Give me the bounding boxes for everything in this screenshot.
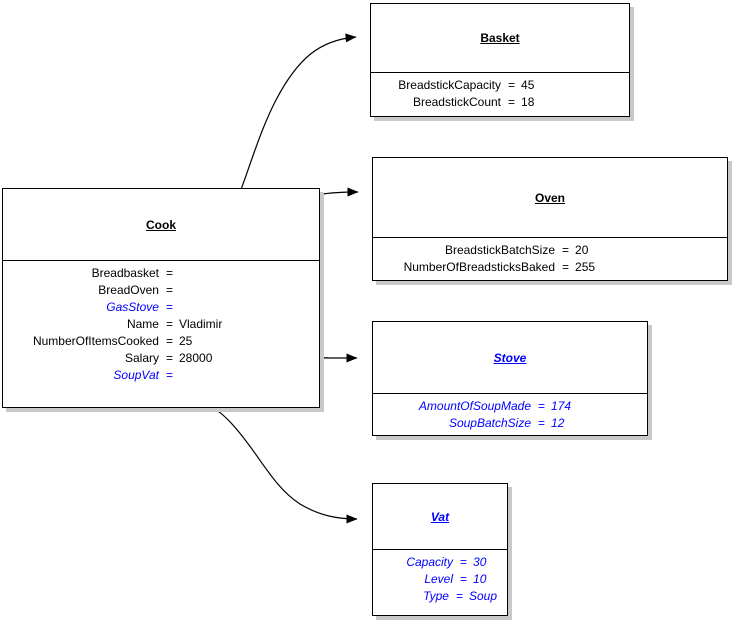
attribute-value: 12 <box>551 416 565 430</box>
attribute-name: Name <box>126 317 159 331</box>
object-box-cook[interactable]: Cook Breadbasket = BreadOven = GasStove … <box>2 188 320 408</box>
equals-sign: = <box>165 351 173 365</box>
object-attributes-basket: BreadstickCapacity = 45 BreadstickCount … <box>371 73 629 118</box>
equals-sign: = <box>508 78 516 92</box>
attribute-value: 28000 <box>179 351 213 365</box>
equals-sign: = <box>460 555 468 569</box>
object-header-vat: Vat <box>373 484 507 550</box>
equals-sign: = <box>538 416 546 430</box>
attribute-name: BreadstickCount <box>412 95 501 109</box>
connector-soupvat-to-vat <box>165 396 358 524</box>
attribute-name: NumberOfItemsCooked <box>32 334 159 348</box>
object-box-basket[interactable]: Basket BreadstickCapacity = 45 Breadstic… <box>370 3 630 117</box>
attribute-value: 30 <box>473 555 487 569</box>
object-title-vat: Vat <box>430 509 450 524</box>
attribute-name: Level <box>424 572 453 586</box>
equals-sign: = <box>165 266 173 280</box>
attribute-name: SoupVat <box>113 368 159 382</box>
object-box-stove[interactable]: Stove AmountOfSoupMade = 174 SoupBatchSi… <box>372 321 648 436</box>
object-box-vat[interactable]: Vat Capacity = 30 Level = 10 Type = Soup <box>372 483 508 616</box>
object-title-cook: Cook <box>146 217 176 232</box>
object-attributes-oven: BreadstickBatchSize = 20 NumberOfBreadst… <box>373 238 727 283</box>
object-title-basket: Basket <box>480 31 520 45</box>
object-title-oven: Oven <box>534 190 565 205</box>
object-attributes-vat: Capacity = 30 Level = 10 Type = Soup <box>373 550 507 612</box>
equals-sign: = <box>562 243 570 257</box>
attribute-row[interactable]: GasStove = <box>11 300 309 317</box>
attribute-row[interactable]: SoupVat = <box>11 368 309 385</box>
object-header-stove: Stove <box>373 322 647 394</box>
equals-sign: = <box>455 589 463 603</box>
attribute-value: Vladimir <box>179 317 223 331</box>
attribute-name: Salary <box>124 351 159 365</box>
object-attributes-cook: Breadbasket = BreadOven = GasStove = Nam… <box>3 261 319 391</box>
attribute-value: 255 <box>575 260 596 274</box>
equals-sign: = <box>165 317 173 331</box>
attribute-row[interactable]: SoupBatchSize = 12 <box>381 416 637 433</box>
attribute-row[interactable]: Capacity = 30 <box>381 555 497 572</box>
attribute-value: 45 <box>521 78 535 92</box>
attribute-row[interactable]: Salary = 28000 <box>11 351 309 368</box>
equals-sign: = <box>508 95 516 109</box>
equals-sign: = <box>460 572 468 586</box>
equals-sign: = <box>538 399 546 413</box>
attribute-value: 20 <box>575 243 589 257</box>
equals-sign: = <box>165 283 173 297</box>
attribute-row[interactable]: AmountOfSoupMade = 174 <box>381 399 637 416</box>
attribute-row[interactable]: Name = Vladimir <box>11 317 309 334</box>
attribute-row[interactable]: Level = 10 <box>381 572 497 589</box>
object-header-basket: Basket <box>371 4 629 73</box>
attribute-name: Breadbasket <box>91 266 159 280</box>
equals-sign: = <box>165 334 173 348</box>
attribute-row[interactable]: BreadstickBatchSize = 20 <box>381 243 717 260</box>
equals-sign: = <box>562 260 570 274</box>
attribute-name: GasStove <box>106 300 159 314</box>
attribute-name: SoupBatchSize <box>448 416 531 430</box>
attribute-row[interactable]: NumberOfBreadsticksBaked = 255 <box>381 260 717 277</box>
attribute-name: Type <box>423 589 449 603</box>
object-header-oven: Oven <box>373 158 727 238</box>
attribute-row[interactable]: NumberOfItemsCooked = 25 <box>11 334 309 351</box>
attribute-name: BreadstickCapacity <box>398 78 501 92</box>
equals-sign: = <box>165 368 173 382</box>
attribute-row[interactable]: BreadstickCapacity = 45 <box>379 78 619 95</box>
attribute-row[interactable]: Type = Soup <box>381 589 497 606</box>
attribute-name: Capacity <box>406 555 453 569</box>
attribute-row[interactable]: BreadstickCount = 18 <box>379 95 619 112</box>
attribute-name: BreadstickBatchSize <box>444 243 555 257</box>
attribute-row[interactable]: Breadbasket = <box>11 266 309 283</box>
attribute-value: 25 <box>179 334 193 348</box>
attribute-value: 18 <box>521 95 535 109</box>
attribute-name: AmountOfSoupMade <box>418 399 531 413</box>
attribute-value: 10 <box>473 572 487 586</box>
attribute-row[interactable]: BreadOven = <box>11 283 309 300</box>
object-box-oven[interactable]: Oven BreadstickBatchSize = 20 NumberOfBr… <box>372 157 728 281</box>
object-header-cook: Cook <box>3 189 319 261</box>
object-title-stove: Stove <box>493 350 527 365</box>
attribute-name: NumberOfBreadsticksBaked <box>403 260 555 274</box>
attribute-value: Soup <box>468 589 497 603</box>
equals-sign: = <box>165 300 173 314</box>
attribute-value: 174 <box>551 399 572 413</box>
object-attributes-stove: AmountOfSoupMade = 174 SoupBatchSize = 1… <box>373 394 647 439</box>
attribute-name: BreadOven <box>98 283 159 297</box>
